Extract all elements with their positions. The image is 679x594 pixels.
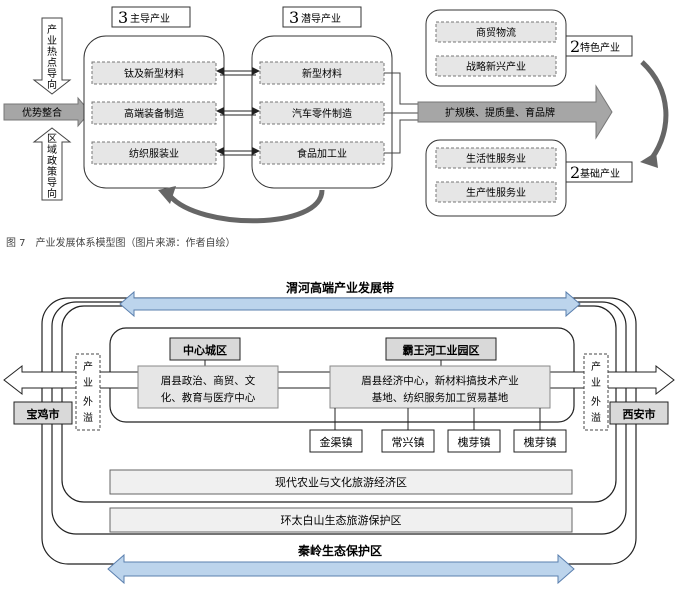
main-item-1-label: 高端装备制造 <box>124 107 184 120</box>
left-spill-char-1: 业 <box>83 377 93 389</box>
left-bottom-char-5: 向 <box>47 187 57 200</box>
xian-label: 西安市 <box>623 407 656 421</box>
center-city-label: 中心城区 <box>183 343 227 357</box>
expand-label: 扩规模、提质量、育品牌 <box>445 106 555 119</box>
feedback-arrowhead <box>158 186 176 204</box>
zone2-label: 环太白山生态旅游保护区 <box>281 513 402 527</box>
main-header-label: 主导产业 <box>130 12 170 25</box>
park-desc-line1: 眉县经济中心，新材料搞技术产业 <box>361 374 519 387</box>
right-spill-char-3: 溢 <box>591 411 601 424</box>
main-industry-header: 3 主导产业 <box>111 6 191 28</box>
special-to-basic-arrowhead <box>640 152 658 168</box>
integration-arrow: 优势整合 <box>3 96 91 128</box>
center-city-desc: 眉县政治、商贸、文 化、教育与医疗中心 <box>137 365 279 409</box>
basic-item-1-label: 生产性服务业 <box>466 186 526 199</box>
right-spill-char-2: 外 <box>591 396 601 408</box>
special-industry-label: 2 特色产业 <box>565 35 633 57</box>
main-item-0: 钛及新型材料 <box>91 61 217 85</box>
left-top-char-2: 热 <box>47 45 57 58</box>
baoji-box: 宝鸡市 <box>13 401 73 425</box>
center-desc-line1: 眉县政治、商贸、文 <box>161 374 256 387</box>
bottom-band-arrow <box>107 553 575 585</box>
potential-header-num: 3 <box>289 8 299 27</box>
potential-industry-header: 3 潜导产业 <box>282 6 362 28</box>
figure-caption: 图 7 产业发展体系模型图（图片来源：作者自绘） <box>6 238 236 249</box>
basic-label-text: 基础产业 <box>580 167 620 180</box>
left-top-char-4: 导 <box>47 68 57 80</box>
town-2: 槐芽镇 <box>447 429 501 453</box>
integration-label: 优势整合 <box>22 106 62 119</box>
special-to-basic-arrow <box>640 60 669 160</box>
industrial-park-desc: 眉县经济中心，新材料搞技术产业 基地、纺织服务加工贸易基地 <box>329 365 551 409</box>
top-band-arrow <box>119 290 581 318</box>
potential-item-2-label: 食品加工业 <box>297 147 347 160</box>
potential-item-1-label: 汽车零件制造 <box>292 107 352 120</box>
left-top-char-0: 产 <box>47 23 57 36</box>
basic-item-0-label: 生活性服务业 <box>466 152 526 165</box>
left-top-arrow: 产 业 热 点 导 向 <box>32 17 72 95</box>
potential-to-expand-lines <box>384 72 418 154</box>
special-label-text: 特色产业 <box>580 41 620 54</box>
left-spill-box: 产 业 外 溢 <box>75 353 101 431</box>
basic-industry-label: 2 基础产业 <box>565 161 633 183</box>
left-top-char-3: 点 <box>47 57 57 69</box>
center-city-title: 中心城区 <box>169 337 241 361</box>
potential-item-0: 新型材料 <box>259 61 385 85</box>
bottom-band-label: 秦岭生态保护区 <box>297 543 382 558</box>
town-0: 金渠镇 <box>309 429 363 453</box>
baoji-label: 宝鸡市 <box>27 407 60 421</box>
basic-item-1: 生产性服务业 <box>435 181 557 203</box>
left-spill-char-3: 溢 <box>83 411 93 424</box>
left-bottom-char-3: 策 <box>47 165 57 178</box>
industrial-park-title: 霸王河工业园区 <box>385 337 497 361</box>
left-top-char-5: 向 <box>47 78 57 91</box>
park-desc-line2: 基地、纺织服务加工贸易基地 <box>372 391 509 404</box>
zone1-label: 现代农业与文化旅游经济区 <box>275 475 407 489</box>
left-bottom-char-1: 域 <box>47 143 57 156</box>
right-spill-box: 产 业 外 溢 <box>583 353 609 431</box>
special-item-1-label: 战略新兴产业 <box>466 60 526 73</box>
zone-agri-tourism: 现代农业与文化旅游经济区 <box>109 469 573 495</box>
left-spill-char-2: 外 <box>83 396 93 408</box>
industrial-park-label: 霸王河工业园区 <box>403 343 480 357</box>
special-item-0: 商贸物流 <box>435 21 557 43</box>
center-desc-line2: 化、教育与医疗中心 <box>161 391 256 404</box>
town-0-label: 金渠镇 <box>320 435 353 449</box>
town-2-label: 槐芽镇 <box>458 435 491 449</box>
feedback-curve-arrow <box>168 189 325 224</box>
potential-item-0-label: 新型材料 <box>302 67 342 80</box>
basic-label-num: 2 <box>570 163 580 182</box>
main-item-1: 高端装备制造 <box>91 101 217 125</box>
potential-item-2: 食品加工业 <box>259 141 385 165</box>
main-item-2: 纺织服装业 <box>91 141 217 165</box>
main-header-num: 3 <box>118 8 128 27</box>
left-bottom-char-4: 导 <box>47 177 57 189</box>
main-item-2-label: 纺织服装业 <box>129 147 179 160</box>
right-spill-char-0: 产 <box>591 360 601 373</box>
left-top-char-1: 业 <box>47 35 57 47</box>
left-bottom-char-2: 政 <box>47 154 57 167</box>
basic-item-0: 生活性服务业 <box>435 147 557 169</box>
left-spill-char-0: 产 <box>83 360 93 373</box>
special-label-num: 2 <box>570 37 580 56</box>
special-item-1: 战略新兴产业 <box>435 55 557 77</box>
left-bottom-arrow: 区 域 政 策 导 向 <box>32 127 72 201</box>
zone-taibai-eco: 环太白山生态旅游保护区 <box>109 507 573 533</box>
potential-header-label: 潜导产业 <box>301 12 341 25</box>
potential-item-1: 汽车零件制造 <box>259 101 385 125</box>
special-item-0-label: 商贸物流 <box>476 26 516 39</box>
left-bottom-char-0: 区 <box>47 133 57 145</box>
expand-arrow: 扩规模、提质量、育品牌 <box>417 84 613 140</box>
town-1-label: 常兴镇 <box>392 435 425 449</box>
town-connectors <box>334 408 541 430</box>
main-item-0-label: 钛及新型材料 <box>124 67 184 80</box>
town-3: 槐芽镇 <box>513 429 567 453</box>
top-band-label: 渭河高端产业发展带 <box>286 280 394 295</box>
town-1: 常兴镇 <box>381 429 435 453</box>
main-potential-connectors <box>216 67 260 156</box>
right-spill-char-1: 业 <box>591 377 601 389</box>
town-3-label: 槐芽镇 <box>524 435 557 449</box>
xian-box: 西安市 <box>609 401 669 425</box>
